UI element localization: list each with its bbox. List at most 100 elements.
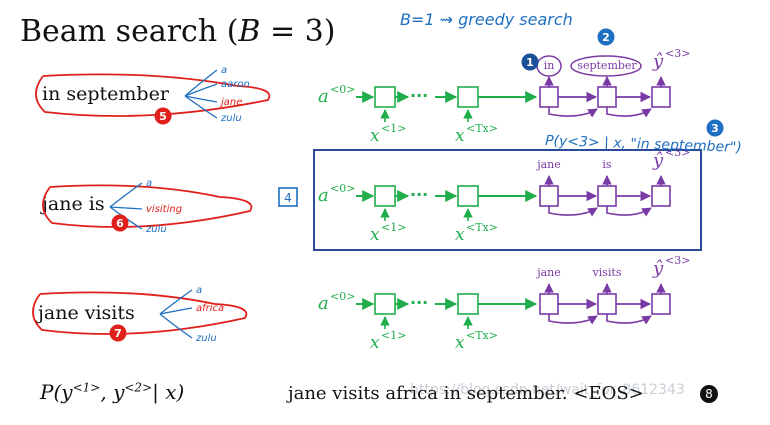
candidate-1-text: in september [42,83,169,105]
x1-sup: <1> [381,329,406,342]
a0-label: a [318,293,329,314]
red-oval [32,291,248,335]
highlight-box [313,149,702,251]
branch-line-1 [184,69,218,97]
red-oval [42,184,253,228]
encoder-ellipsis: ··· [410,293,428,312]
badge-2-circle [597,28,615,46]
formula-y1-sup: <1> [72,380,101,395]
result-badge-label: 8 [705,387,713,401]
output-word-1: jane [535,266,561,279]
candidate-2-text: jane is [42,193,105,215]
title-prefix: Beam search ( [20,14,239,49]
candidate-badge-label: 7 [114,327,122,340]
branch-line-3 [159,313,193,339]
decoder-cell-2 [597,185,617,207]
output-yhat: ŷ [652,51,664,72]
red-oval [35,73,271,117]
feedback-loop-2 [606,107,652,118]
output-yhat: ŷ [652,150,664,171]
branch-word-3: jane [219,97,242,108]
xtx-label: x [455,225,465,245]
decoder-cell-1 [539,185,559,207]
feedback-loop-2 [606,314,652,325]
page-title: Beam search (B = 3) [20,14,335,49]
branch-word-2: africa [196,303,224,314]
decoder-cell-2 [597,86,617,108]
output-yhat: ŷ [652,258,664,279]
a0-label: a [318,86,329,107]
feedback-loop-1 [548,314,598,325]
top-note: B=1 ⇝ greedy search [400,10,573,29]
branch-line-2 [184,83,218,97]
xtx-label: x [455,333,465,353]
a0-sup: <0> [330,290,355,303]
branch-word-2: aaron [221,79,250,90]
decoder-cell-1 [539,86,559,108]
result-sentence: jane visits africa in september. <EOS> [288,383,644,404]
result-badge: 8 [700,385,718,403]
candidate-badge-circle [154,107,172,125]
feedback-loop-1 [548,107,598,118]
candidate-3-text: jane visits [38,302,135,324]
box-badge-frame [278,187,298,207]
encoder-ellipsis: ··· [410,185,428,204]
encoder-cell-2 [457,293,479,315]
encoder-cell-1 [374,86,396,108]
xtx-sup: <Tx> [466,122,498,135]
candidate-sketch-1: a aaron jane zulu 5 [35,65,271,125]
decoder-cell-3 [651,293,671,315]
badge-3-label: 3 [711,122,719,135]
x1-label: x [370,333,380,353]
branch-word-2: visiting [146,204,182,215]
oval-september [570,55,642,77]
watermark: https://blog.csdn.net/wait_for_8612343 [410,382,685,398]
output-word-2: visits [592,266,622,279]
branch-word-4: zulu [220,113,242,124]
output-word-1: jane [535,158,561,171]
x1-label: x [370,225,380,245]
badge-1-circle [521,53,539,71]
prob-annotation: P(y<3> | x, "in september") [545,133,742,156]
branch-line-1 [159,289,193,315]
candidate-badge-label: 5 [159,110,167,123]
output-yhat-sup: <3> [665,254,690,267]
badge-3-circle [706,119,724,137]
branch-line-2 [109,206,143,210]
xtx-label: x [455,126,465,146]
decoder-cell-3 [651,86,671,108]
encoder-cell-1 [374,185,396,207]
encoder-cell-2 [457,185,479,207]
a0-label: a [318,185,329,206]
a0-sup: <0> [330,83,355,96]
branch-line-2 [159,307,193,315]
xtx-sup: <Tx> [466,329,498,342]
branch-line-1 [109,182,143,208]
feedback-loop-2 [606,206,652,217]
x1-label: x [370,126,380,146]
candidate-badge-circle [109,324,127,342]
encoder-cell-2 [457,86,479,108]
output-word-2: september [577,59,637,72]
formula-y2-sup: <2> [124,380,153,395]
candidate-badge-label: 6 [116,217,124,230]
x1-sup: <1> [381,122,406,135]
formula-y1: y [61,380,73,404]
badge-2-label: 2 [602,31,610,44]
formula-y2: y [113,380,125,404]
encoder-cell-1 [374,293,396,315]
formula-tail: | x) [152,380,185,404]
feedback-loop-1 [548,206,598,217]
x1-sup: <1> [381,221,406,234]
title-rest: = 3) [260,14,336,49]
branch-line-4 [184,95,218,119]
branch-line-3 [184,95,218,103]
candidate-badge-circle [111,214,129,232]
xtx-sup: <Tx> [466,221,498,234]
branch-word-1: a [221,65,227,76]
output-word-2: is [602,158,612,171]
output-word-1: in [544,59,555,72]
